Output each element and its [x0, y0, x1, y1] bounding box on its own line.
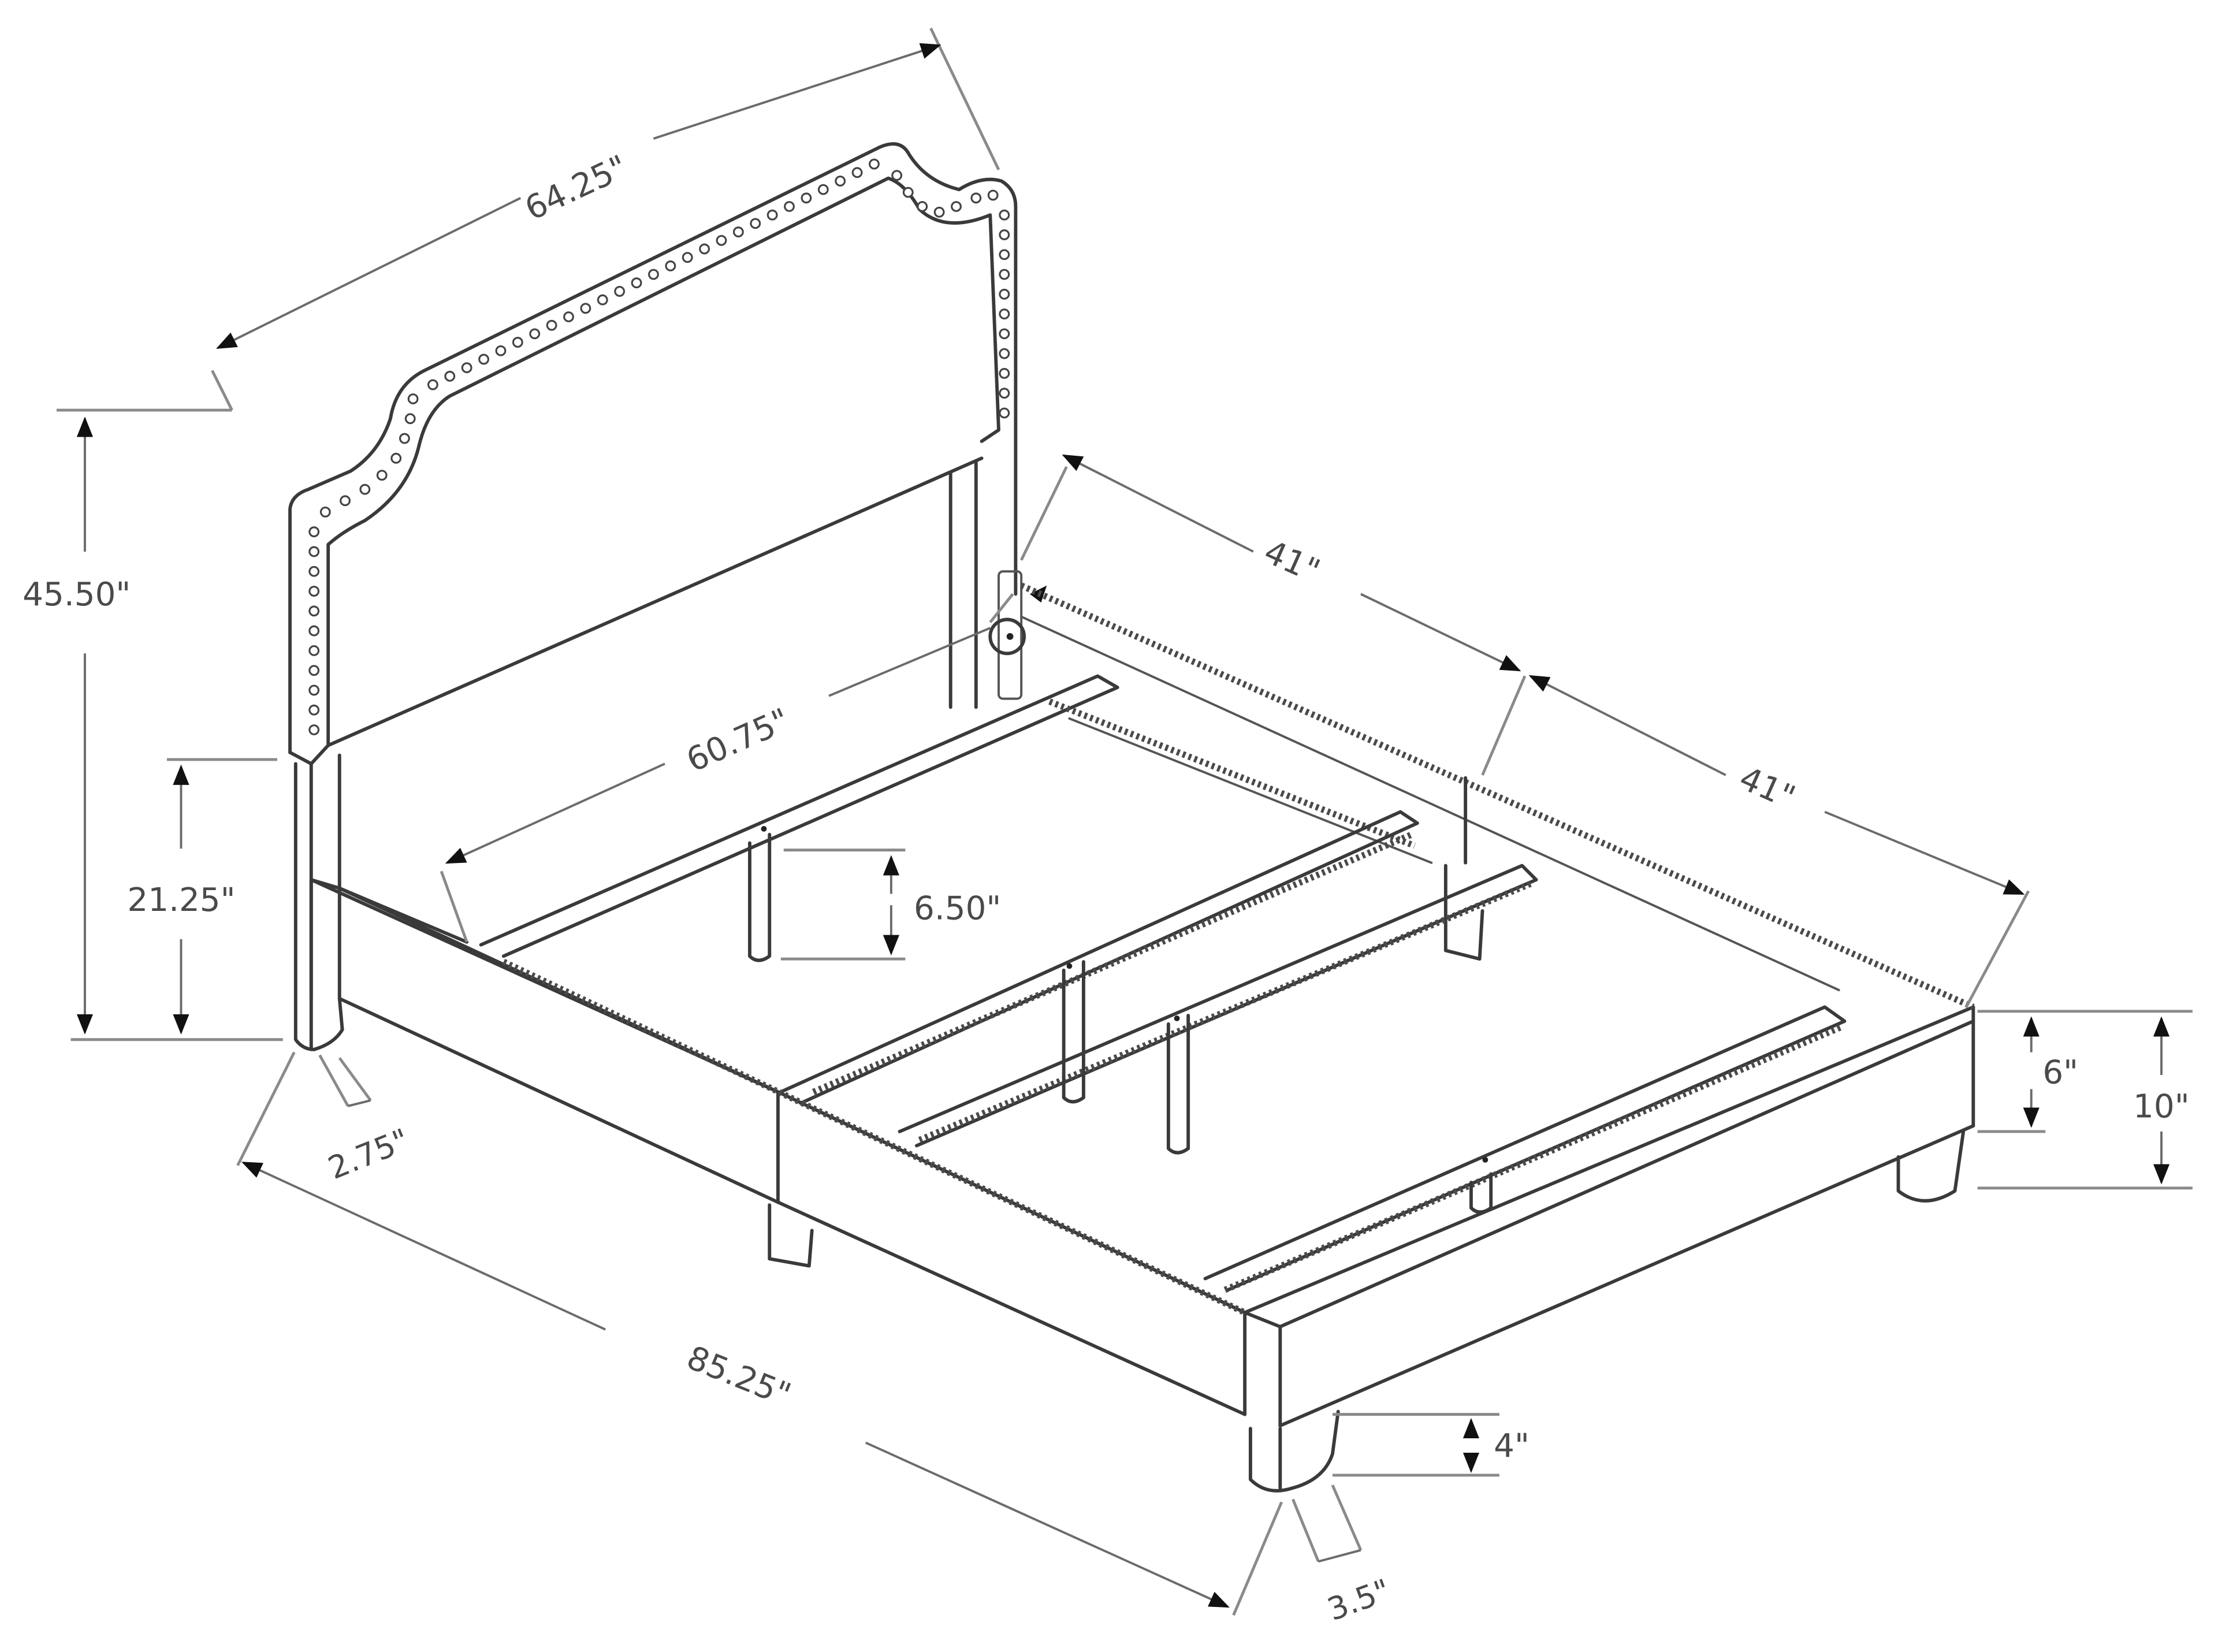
label-total-height: 45.50": [23, 576, 131, 613]
label-side-rail-front: 41": [1259, 533, 1326, 590]
label-overall-length: 85.25": [682, 1339, 796, 1414]
footboard: [1243, 1005, 1975, 1493]
bracket-hardware: [988, 570, 1047, 700]
label-inner-width: 60.75": [681, 701, 795, 779]
dimension-lines: [56, 27, 2193, 1616]
label-side-rail-back: 41": [1734, 760, 1801, 817]
label-headboard-width: 64.25": [519, 148, 633, 228]
label-headboard-leg-height: 21.25": [127, 881, 235, 919]
slats: [479, 674, 1847, 1316]
label-rail-height: 6": [2042, 1054, 2078, 1092]
headboard: [288, 142, 1047, 1051]
label-headboard-leg-width: 2.75": [323, 1122, 414, 1187]
dimension-labels: 64.25" 45.50" 21.25" 2.75" 60.75" 6.50" …: [23, 148, 2189, 1628]
nailhead-trim: [308, 158, 1010, 735]
label-footboard-height: 10": [2133, 1088, 2190, 1125]
label-foot-leg-width: 3.5": [1323, 1572, 1395, 1628]
right-side-rail: [1019, 582, 1975, 1010]
label-center-support-leg: 6.50": [914, 890, 1001, 928]
left-side-rail: [309, 878, 1247, 1416]
label-foot-leg-height: 4": [1494, 1427, 1529, 1465]
